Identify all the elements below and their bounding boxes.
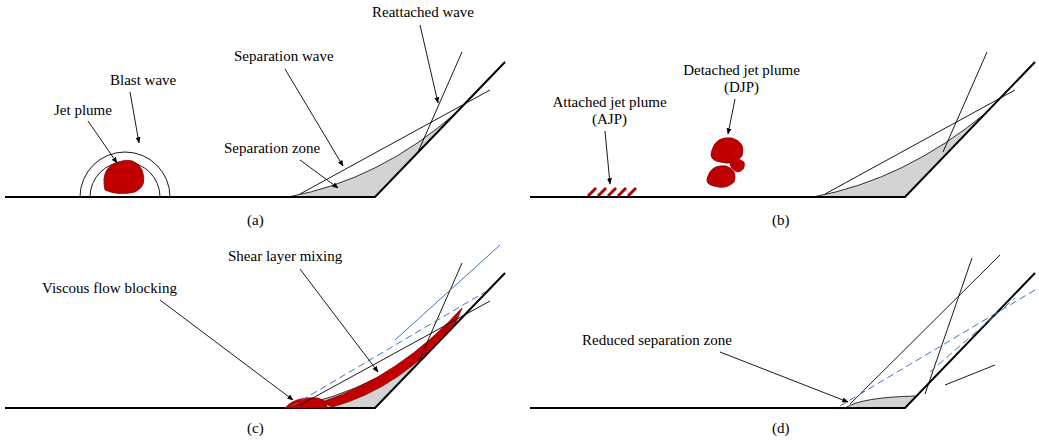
shear-layer-mixing	[322, 308, 462, 407]
blast-wave	[80, 152, 170, 197]
leader-arrows	[88, 25, 848, 402]
jet-plume	[104, 160, 144, 193]
plume-label: Attached jet plume (AJP)	[540, 94, 679, 128]
zone-label: Reduced separation zone	[580, 332, 734, 349]
shifted-separation-wave	[292, 292, 485, 406]
shifted-wave	[930, 298, 1015, 372]
panel-label: (c)	[245, 420, 266, 437]
panel-label: (d)	[770, 420, 792, 437]
wave-label: Reattached wave	[370, 4, 476, 21]
detached-jet-plume	[707, 138, 745, 188]
reattached-wave	[925, 258, 972, 394]
plume-label: Detached jet plume (DJP)	[672, 62, 811, 96]
ramp-wall	[530, 62, 1035, 197]
zone-label: Separation zone	[222, 140, 322, 157]
shifted-wave	[395, 245, 500, 340]
attached-jet-plume	[588, 188, 636, 196]
reattached-wave	[418, 52, 462, 152]
separation-wave	[300, 301, 490, 405]
wave-segment	[945, 365, 995, 385]
wave-label: Separation wave	[232, 48, 336, 65]
panel-label: (a)	[245, 212, 266, 229]
mixing-label: Shear layer mixing	[226, 248, 344, 265]
ramp-wall	[530, 273, 1035, 408]
wave-label: Blast wave	[108, 72, 178, 89]
blocking-label: Viscous flow blocking	[40, 280, 179, 297]
reattached-wave	[943, 52, 987, 152]
separation-wave	[850, 255, 1000, 404]
panel-label: (b)	[770, 212, 792, 229]
separation-zone	[813, 112, 987, 197]
shifted-separation-wave	[840, 290, 1035, 406]
separation-wave	[825, 90, 1015, 194]
ramp-wall	[5, 273, 505, 408]
plume-label: Jet plume	[52, 102, 114, 119]
ramp-wall	[5, 62, 505, 197]
